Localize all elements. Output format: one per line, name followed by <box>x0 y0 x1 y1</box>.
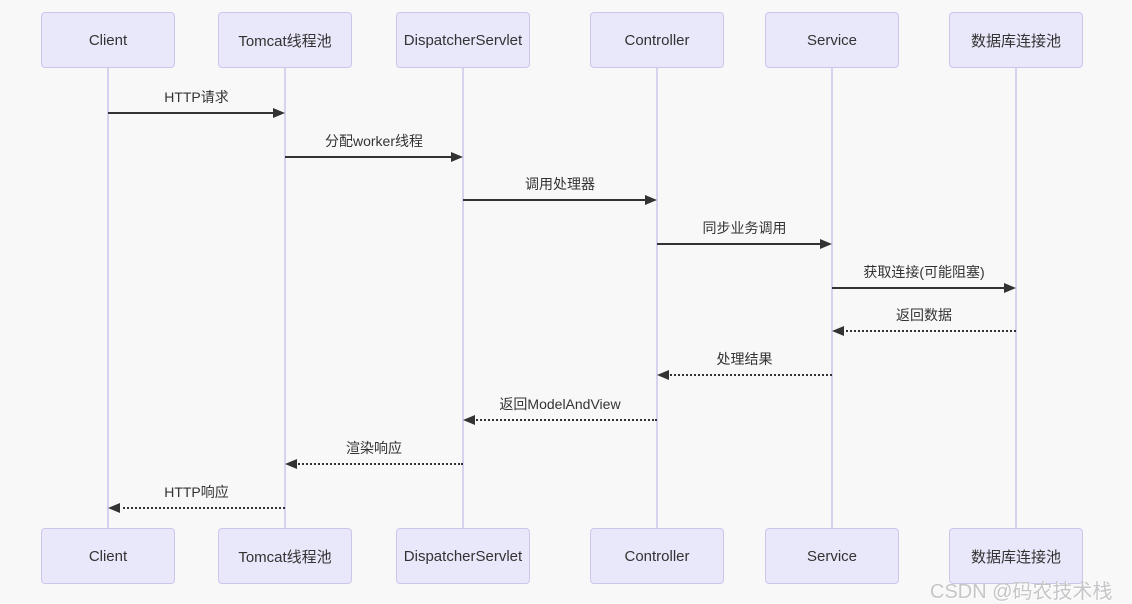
actor-box-top-1: Tomcat线程池 <box>218 12 352 68</box>
message-label-7: 返回ModelAndView <box>499 396 621 412</box>
message-line-4 <box>832 287 1006 289</box>
actor-box-top-4: Service <box>765 12 899 68</box>
actor-box-top-3: Controller <box>590 12 724 68</box>
message-line-1 <box>285 156 453 158</box>
message-line-6 <box>667 374 832 376</box>
message-line-0 <box>108 112 275 114</box>
actor-label: Service <box>806 547 858 565</box>
lifeline-2 <box>462 68 464 528</box>
message-arrowhead-1 <box>451 152 463 162</box>
actor-box-top-2: DispatcherServlet <box>396 12 530 68</box>
actor-label: Client <box>88 547 128 565</box>
message-label-4: 获取连接(可能阻塞) <box>863 264 985 280</box>
message-arrowhead-0 <box>273 108 285 118</box>
message-arrowhead-8 <box>285 459 297 469</box>
message-line-5 <box>842 330 1016 332</box>
actor-label: Controller <box>624 31 690 49</box>
message-label-9: HTTP响应 <box>164 484 229 500</box>
message-line-9 <box>118 507 285 509</box>
actor-box-top-5: 数据库连接池 <box>949 12 1083 68</box>
actor-box-bottom-5: 数据库连接池 <box>949 528 1083 584</box>
actor-label: DispatcherServlet <box>403 547 523 565</box>
actor-label: Tomcat线程池 <box>238 548 332 566</box>
message-label-0: HTTP请求 <box>164 89 229 105</box>
csdn-watermark: CSDN @码农技术栈 <box>930 581 1113 603</box>
message-line-3 <box>657 243 822 245</box>
lifeline-3 <box>656 68 658 528</box>
message-arrowhead-3 <box>820 239 832 249</box>
actor-box-bottom-4: Service <box>765 528 899 584</box>
message-line-7 <box>473 419 657 421</box>
actor-box-top-0: Client <box>41 12 175 68</box>
actor-box-bottom-0: Client <box>41 528 175 584</box>
actor-label: Controller <box>624 547 690 565</box>
message-line-2 <box>463 199 647 201</box>
actor-box-bottom-3: Controller <box>590 528 724 584</box>
actor-box-bottom-1: Tomcat线程池 <box>218 528 352 584</box>
lifeline-5 <box>1015 68 1017 528</box>
message-label-3: 同步业务调用 <box>702 220 787 236</box>
actor-label: 数据库连接池 <box>970 548 1061 566</box>
message-arrowhead-9 <box>108 503 120 513</box>
message-arrowhead-7 <box>463 415 475 425</box>
message-line-8 <box>295 463 463 465</box>
message-label-2: 调用处理器 <box>525 176 595 192</box>
message-arrowhead-5 <box>832 326 844 336</box>
lifeline-1 <box>284 68 286 528</box>
actor-box-bottom-2: DispatcherServlet <box>396 528 530 584</box>
message-label-1: 分配worker线程 <box>324 133 424 149</box>
message-arrowhead-6 <box>657 370 669 380</box>
actor-label: Service <box>806 31 858 49</box>
message-label-8: 渲染响应 <box>346 440 402 456</box>
lifeline-0 <box>107 68 109 528</box>
actor-label: Client <box>88 31 128 49</box>
actor-label: DispatcherServlet <box>403 31 523 49</box>
message-arrowhead-4 <box>1004 283 1016 293</box>
message-label-6: 处理结果 <box>716 351 773 367</box>
actor-label: Tomcat线程池 <box>238 32 332 50</box>
lifeline-4 <box>831 68 833 528</box>
actor-label: 数据库连接池 <box>970 32 1061 50</box>
message-label-5: 返回数据 <box>896 307 952 323</box>
message-arrowhead-2 <box>645 195 657 205</box>
